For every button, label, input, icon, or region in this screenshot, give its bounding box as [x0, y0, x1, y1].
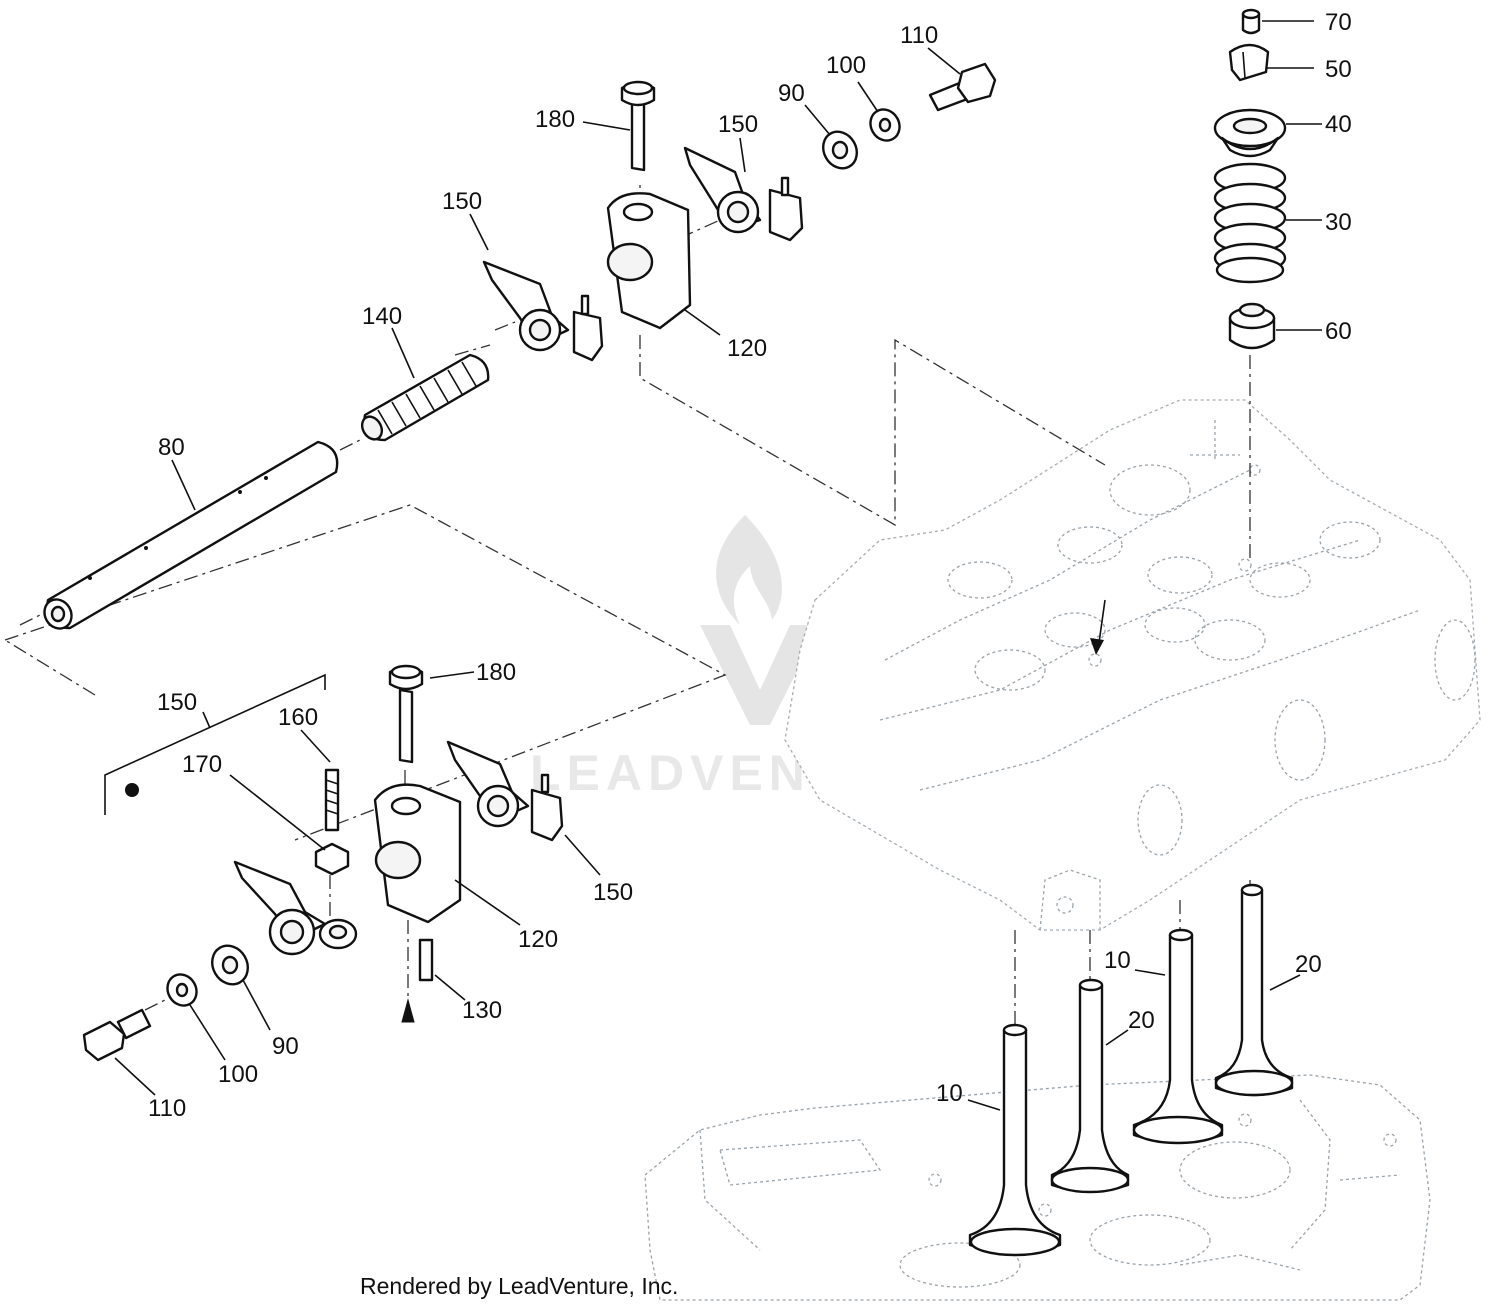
callout-180-bottom: 180: [476, 659, 516, 686]
engine-block-outline: [644, 1074, 1431, 1301]
cylinder-head-outline: [784, 399, 1481, 931]
callout-50: 50: [1325, 56, 1352, 83]
callout-10-left: 10: [936, 1080, 963, 1107]
callout-110-bottom: 110: [148, 1095, 186, 1122]
callout-70: 70: [1325, 9, 1352, 36]
callout-90-bottom: 90: [272, 1033, 299, 1060]
callout-150-bracket: 150: [157, 689, 197, 716]
callout-160: 160: [278, 704, 318, 731]
valve-spring-assembly: [1213, 8, 1287, 350]
callout-170: 170: [182, 751, 222, 778]
callout-60: 60: [1325, 318, 1352, 345]
callout-180-top: 180: [535, 106, 575, 133]
callout-150-top-right: 150: [718, 111, 758, 138]
assembly-lines: [4, 185, 1251, 1025]
callout-40: 40: [1325, 111, 1352, 138]
callout-100-top: 100: [826, 52, 866, 79]
callout-120-top: 120: [727, 335, 767, 362]
upper-rocker-assembly: [43, 62, 997, 630]
valves: [968, 883, 1294, 1257]
callout-100-bottom: 100: [218, 1061, 258, 1088]
callout-150-bottom-right: 150: [593, 879, 633, 906]
lower-rocker-assembly: [82, 664, 564, 1062]
callout-120-bottom: 120: [518, 926, 558, 953]
valve-spring: [1213, 162, 1287, 284]
callout-150-top-left: 150: [442, 188, 482, 215]
leader-lines: [104, 20, 1322, 1111]
callout-20-left: 20: [1128, 1007, 1155, 1034]
insertion-arrow: [1090, 599, 1106, 655]
callout-90-top: 90: [778, 80, 805, 107]
callout-140: 140: [362, 303, 402, 330]
shaft-spring: [360, 353, 490, 442]
footer-credit: Rendered by LeadVenture, Inc.: [360, 1273, 678, 1299]
callout-130: 130: [462, 997, 502, 1024]
callout-labels: 70 50 40 30 60 110 100 90 180 150 150 12…: [148, 9, 1352, 1122]
callout-110-top: 110: [900, 22, 938, 49]
callout-20-right: 20: [1295, 951, 1322, 978]
callout-80: 80: [158, 434, 185, 461]
callout-30: 30: [1325, 209, 1352, 236]
callout-10-right: 10: [1104, 947, 1131, 974]
